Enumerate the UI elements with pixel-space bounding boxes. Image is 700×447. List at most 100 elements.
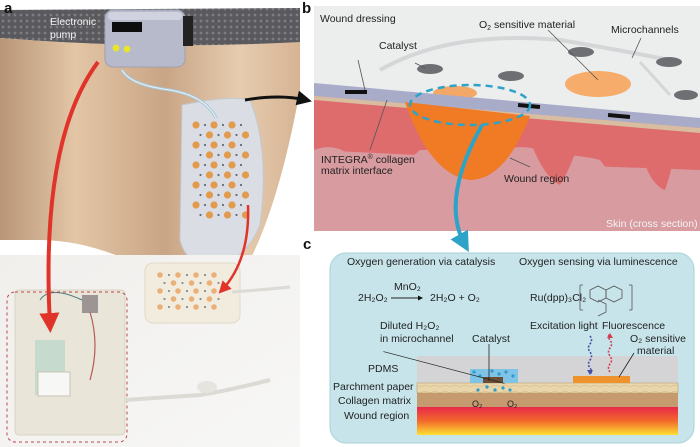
gray-catalyst-dot: [199, 281, 202, 285]
o2-sensitive-strip: [573, 376, 630, 383]
orange-sensor-dot: [210, 201, 218, 209]
orange-sensor-dot: [192, 141, 200, 149]
panel-a-illustration: [0, 8, 300, 283]
gray-catalyst-dot: [199, 153, 202, 157]
red-arrow-to-patch-photo: [218, 204, 250, 294]
o2-text: O: [479, 19, 488, 31]
o2-bubble: [472, 370, 476, 374]
catalyst-disc: [417, 64, 443, 74]
pump-led: [123, 45, 131, 53]
orange-sensor-dot: [211, 304, 217, 310]
gray-catalyst-dot: [221, 163, 225, 167]
panel-a-photo: [0, 255, 300, 447]
gray-catalyst-dot: [203, 289, 207, 293]
gray-catalyst-dot: [199, 173, 202, 177]
label-skin-cross-section: Skin (cross section): [606, 218, 698, 230]
gray-catalyst-dot: [199, 193, 202, 197]
gray-catalyst-dot: [199, 213, 202, 217]
gray-catalyst-dot: [203, 203, 207, 207]
panel-label-a: a: [4, 0, 13, 17]
orange-sensor-dot: [193, 288, 199, 294]
gray-catalyst-dot: [217, 173, 220, 177]
gray-catalyst-dot: [235, 193, 238, 197]
gray-catalyst-dot: [185, 273, 189, 277]
equation-rhs: 2H₂O + O₂: [430, 292, 480, 304]
orange-sensor-dot: [206, 296, 213, 302]
orange-sensor-dot: [157, 304, 163, 310]
catalyst-disc: [498, 71, 524, 81]
layer-collagen: [417, 393, 678, 407]
label-o2-sensitive-material: O2 sensitive material: [479, 19, 575, 35]
o2-bubble: [476, 388, 480, 392]
o2-suffix: sensitive material: [491, 19, 576, 31]
orange-sensor-dot: [157, 288, 163, 294]
gray-catalyst-dot: [239, 123, 243, 127]
orange-sensor-dot: [205, 171, 214, 179]
gray-catalyst-dot: [235, 213, 238, 217]
o2-bubble: [508, 388, 512, 392]
o2-bubble: [490, 369, 494, 373]
o2-bubbles: [472, 369, 515, 392]
dressing-patch: [179, 97, 264, 269]
gray-catalyst-dot: [239, 163, 243, 167]
pdms-band: [314, 83, 700, 128]
orange-sensor-dot: [175, 288, 181, 294]
orange-sensor-dot: [210, 121, 218, 129]
orange-sensor-dot: [192, 121, 200, 129]
label-o2-sensitive-c-line1: O₂ sensitive: [630, 333, 687, 345]
gray-catalyst-dot: [167, 305, 171, 309]
o2-bubble: [504, 370, 508, 374]
equation-catalyst: MnO₂: [394, 281, 421, 293]
ru-dpp-structure: [579, 284, 633, 317]
label-catalyst-b: Catalyst: [379, 40, 417, 52]
gray-catalyst-dot: [221, 183, 225, 187]
orange-sensor-dot: [192, 181, 200, 189]
orange-sensor-dot: [228, 161, 236, 169]
orange-sensor-dot: [193, 304, 199, 310]
photo-tubing: [124, 378, 271, 402]
panel-label-b: b: [302, 0, 312, 17]
layer-parchment: [416, 382, 679, 394]
layer-label-pdms: PDMS: [368, 363, 399, 375]
orange-sensor-dot: [188, 280, 195, 286]
orange-sensor-dot: [193, 272, 199, 278]
dashed-highlight-box: [6, 291, 128, 443]
label-wound-region-b: Wound region: [504, 173, 570, 185]
o2-bubble: [493, 388, 497, 392]
label-o2-sensitive-c-line2: material: [637, 345, 675, 357]
orange-sensor-dot: [210, 141, 218, 149]
gray-catalyst-dot: [235, 173, 238, 177]
gray-catalyst-dot: [221, 203, 225, 207]
orange-sensor-dot: [188, 296, 195, 302]
o2-sensitive-disc: [565, 71, 631, 97]
o2-bubble: [497, 372, 501, 376]
orange-sensor-dot: [175, 304, 181, 310]
orange-sensor-dot: [228, 141, 236, 149]
gray-catalyst-dot: [203, 123, 207, 127]
gray-catalyst-dot: [203, 163, 207, 167]
o2-bubble: [511, 374, 515, 378]
orange-sensor-dot: [241, 171, 250, 179]
excitation-wave: [587, 335, 593, 375]
title-oxygen-sensing: Oxygen sensing via luminescence: [519, 256, 678, 268]
catalyst-block: [483, 377, 503, 383]
orange-sensor-dot: [228, 121, 236, 129]
pump-strap: [183, 16, 193, 46]
title-oxygen-generation: Oxygen generation via catalysis: [347, 256, 496, 268]
label-electronic-pump-line2: pump: [50, 29, 77, 41]
catalyst-disc: [674, 90, 698, 100]
gray-catalyst-dot: [217, 133, 220, 137]
orange-sensor-dot: [206, 280, 213, 286]
gray-catalyst-dot: [185, 305, 189, 309]
label-integra-line2: matrix interface: [321, 165, 393, 177]
orange-sensor-dot: [192, 201, 200, 209]
orange-sensor-dot: [170, 296, 177, 302]
gray-catalyst-dot: [221, 123, 225, 127]
gray-catalyst-dot: [167, 273, 171, 277]
patch-photo-dot-array: [157, 272, 220, 310]
label-fluorescence: Fluorescence: [602, 320, 666, 332]
orange-sensor-dot: [157, 272, 163, 278]
gray-catalyst-dot: [217, 213, 220, 217]
integra-suffix: collagen: [372, 154, 415, 166]
